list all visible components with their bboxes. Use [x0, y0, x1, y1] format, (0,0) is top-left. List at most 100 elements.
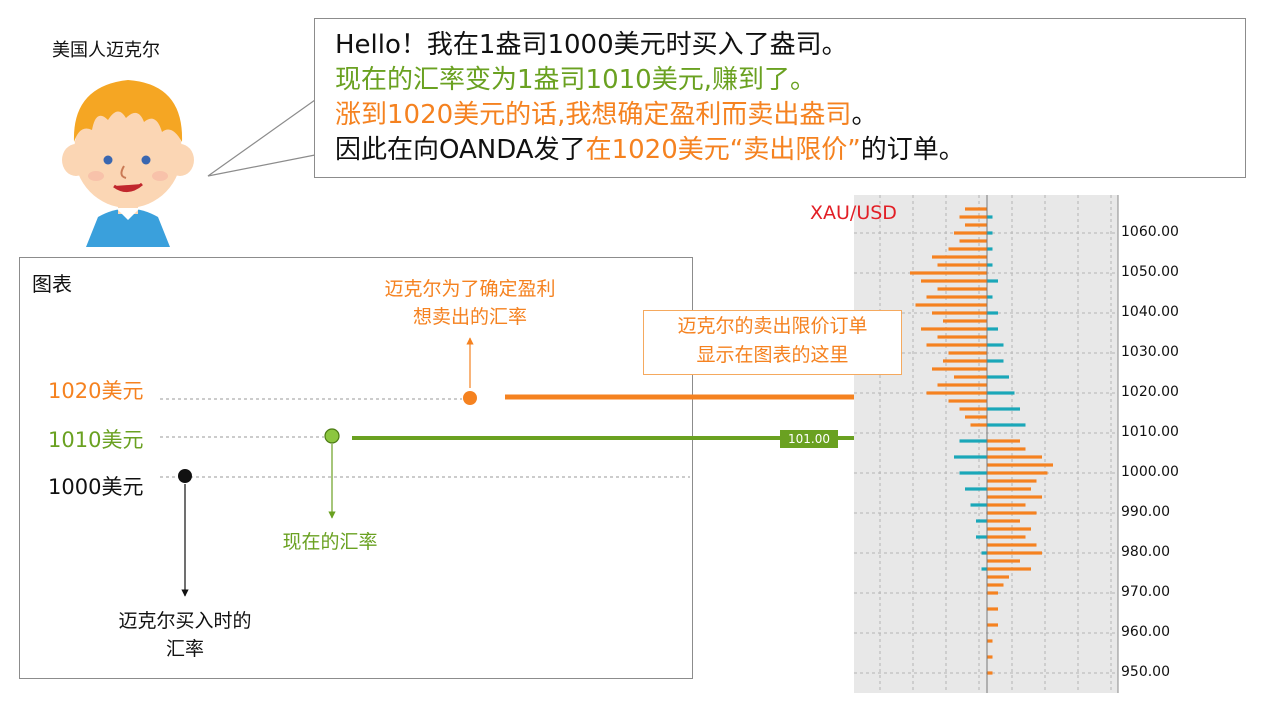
depth-bar [987, 455, 1042, 459]
price-1010-label: 1010美元 [48, 428, 144, 452]
dot-1020 [463, 391, 477, 405]
y-tick-label: 950.00 [1121, 664, 1170, 680]
y-tick-label: 1000.00 [1121, 464, 1179, 480]
chart-explanation-panel [19, 257, 693, 679]
avatar [62, 80, 194, 247]
depth-bar [932, 311, 987, 315]
depth-bar [959, 239, 987, 243]
depth-bar [987, 535, 1026, 539]
speech-line-4-start: 因此在向OANDA发了 [335, 135, 586, 165]
speech-line-3-orange: 涨到1020美元的话,我想确定盈利而卖出盎司 [335, 100, 852, 130]
depth-bar [948, 351, 987, 355]
depth-bar [948, 399, 987, 403]
annotation-sell-rate-line2: 想卖出的汇率 [412, 306, 527, 328]
depth-bar [959, 439, 987, 443]
speech-line-3-end: 。 [851, 100, 878, 130]
depth-bar [987, 295, 993, 299]
depth-bar [970, 423, 987, 427]
depth-bar [987, 591, 998, 595]
order-book-panel [854, 195, 1118, 693]
person-label: 美国人迈克尔 [52, 40, 160, 61]
price-1000-label: 1000美元 [48, 475, 144, 499]
depth-bar [932, 255, 987, 259]
depth-bar [987, 463, 1053, 467]
y-tick-label: 990.00 [1121, 504, 1170, 520]
depth-bar [921, 279, 987, 283]
depth-bar [987, 527, 1031, 531]
depth-bar [932, 367, 987, 371]
depth-bar [959, 407, 987, 411]
depth-bar [937, 383, 987, 387]
depth-bar [937, 335, 987, 339]
depth-bar [943, 319, 987, 323]
annotation-buy-rate-line1: 迈克尔买入时的 [118, 610, 252, 632]
depth-bar [987, 583, 1004, 587]
depth-bar [987, 607, 998, 611]
annotation-sell-rate: 迈克尔为了确定盈利 想卖出的汇率 [350, 275, 590, 331]
current-price-tag: 101.00 [780, 430, 838, 448]
depth-bar [976, 535, 987, 539]
y-tick-label: 1040.00 [1121, 304, 1179, 320]
speech-line-1: Hello！我在1盎司1000美元时买入了盎司。 [335, 30, 848, 60]
depth-bar [954, 375, 987, 379]
depth-bar [948, 247, 987, 251]
depth-bar [965, 415, 987, 419]
chart-panel-title: 图表 [32, 272, 72, 296]
callout-line2: 显示在图表的这里 [696, 344, 849, 366]
speech-line-2: 现在的汇率变为1盎司1010美元,赚到了。 [335, 65, 816, 95]
speech-tail [207, 99, 316, 177]
speech-bubble: Hello！我在1盎司1000美元时买入了盎司。 现在的汇率变为1盎司1010美… [314, 18, 1246, 178]
y-tick-label: 1060.00 [1121, 224, 1179, 240]
dot-1010 [324, 428, 340, 444]
depth-bar [987, 439, 1020, 443]
depth-bar [981, 551, 987, 555]
depth-bar [987, 375, 1009, 379]
depth-bar [965, 223, 987, 227]
depth-bar [987, 551, 1042, 555]
depth-bar [987, 543, 1037, 547]
depth-bar [954, 455, 987, 459]
speech-line-4-orange: 在1020美元“卖出限价” [585, 135, 861, 165]
depth-bar [987, 655, 993, 659]
y-tick-label: 1030.00 [1121, 344, 1179, 360]
depth-bar [987, 471, 1048, 475]
depth-bar [959, 471, 987, 475]
depth-bar [987, 407, 1020, 411]
depth-bar [937, 287, 987, 291]
speech-line-3: 涨到1020美元的话,我想确定盈利而卖出盎司。 [335, 99, 877, 131]
depth-bar [943, 359, 987, 363]
depth-bar [987, 359, 1004, 363]
depth-bar [987, 495, 1042, 499]
sell-limit-callout-text: 迈克尔的卖出限价订单 显示在图表的这里 [643, 312, 902, 370]
depth-bar [976, 519, 987, 523]
depth-bar [937, 263, 987, 267]
depth-bar [987, 423, 1026, 427]
depth-bar [987, 215, 993, 219]
dot-1000 [178, 469, 192, 483]
chart-symbol: XAU/USD [810, 202, 897, 224]
speech-line-4: 因此在向OANDA发了在1020美元“卖出限价”的订单。 [335, 134, 965, 166]
price-1020-label: 1020美元 [48, 379, 144, 403]
depth-bar [987, 639, 993, 643]
annotation-buy-rate: 迈克尔买入时的 汇率 [85, 607, 285, 663]
depth-bar [987, 343, 1004, 347]
depth-bar [987, 479, 1037, 483]
depth-bar [915, 303, 987, 307]
y-tick-label: 970.00 [1121, 584, 1170, 600]
depth-bar [970, 503, 987, 507]
depth-bar [987, 511, 1037, 515]
depth-bar [987, 575, 1009, 579]
depth-bar [921, 327, 987, 331]
speech-line-4-end: 的订单。 [860, 135, 965, 165]
y-tick-label: 1020.00 [1121, 384, 1179, 400]
callout-line1: 迈克尔的卖出限价订单 [677, 315, 868, 337]
annotation-sell-rate-line1: 迈克尔为了确定盈利 [384, 278, 556, 300]
depth-bar [987, 559, 1020, 563]
depth-bar [987, 311, 998, 315]
depth-bar [926, 391, 987, 395]
depth-bar [987, 247, 993, 251]
depth-bar [987, 623, 998, 627]
depth-bar [987, 263, 993, 267]
y-tick-label: 980.00 [1121, 544, 1170, 560]
